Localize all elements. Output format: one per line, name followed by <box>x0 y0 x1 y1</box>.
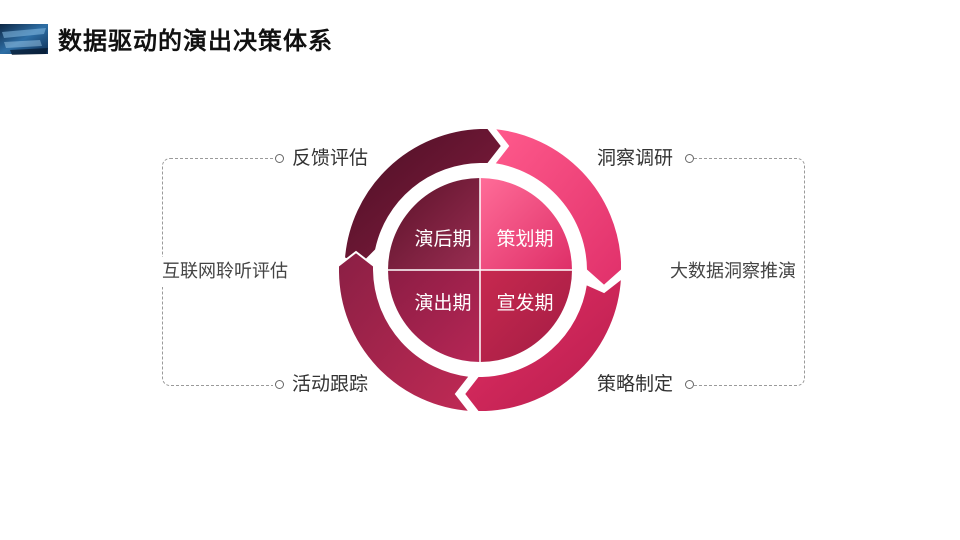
quadrant-promotion <box>480 270 572 362</box>
node-dot-bottom-right <box>685 380 694 389</box>
ring-segment-research <box>491 126 623 288</box>
quadrant-label-promotion: 宣发期 <box>496 292 554 314</box>
quadrant-planning <box>480 178 572 270</box>
quadrant-label-post-show: 演后期 <box>414 228 472 250</box>
logo <box>0 22 50 56</box>
right-dashed-bracket <box>694 158 805 386</box>
ring-segment-tracking <box>337 250 473 414</box>
page-title: 数据驱动的演出决策体系 <box>58 27 333 55</box>
quadrant-label-planning: 策划期 <box>496 228 554 250</box>
ring-segment-strategy <box>462 275 624 413</box>
node-dot-bottom-left <box>275 380 284 389</box>
quadrant-label-show: 演出期 <box>414 292 472 314</box>
cycle-diagram <box>337 126 624 414</box>
node-label-strategy: 策略制定 <box>597 373 674 395</box>
node-label-research: 洞察调研 <box>597 147 674 169</box>
left-side-label: 互联网聆听评估 <box>158 257 292 287</box>
quadrant-post-show <box>388 178 480 270</box>
node-dot-top-right <box>685 154 694 163</box>
right-side-label: 大数据洞察推演 <box>666 257 800 287</box>
quadrant-show <box>388 270 480 362</box>
node-label-feedback: 反馈评估 <box>292 147 369 169</box>
logo-graphic <box>0 24 48 55</box>
ring-segment-feedback <box>342 127 504 268</box>
node-dot-top-left <box>275 154 284 163</box>
node-label-tracking: 活动跟踪 <box>292 373 369 395</box>
